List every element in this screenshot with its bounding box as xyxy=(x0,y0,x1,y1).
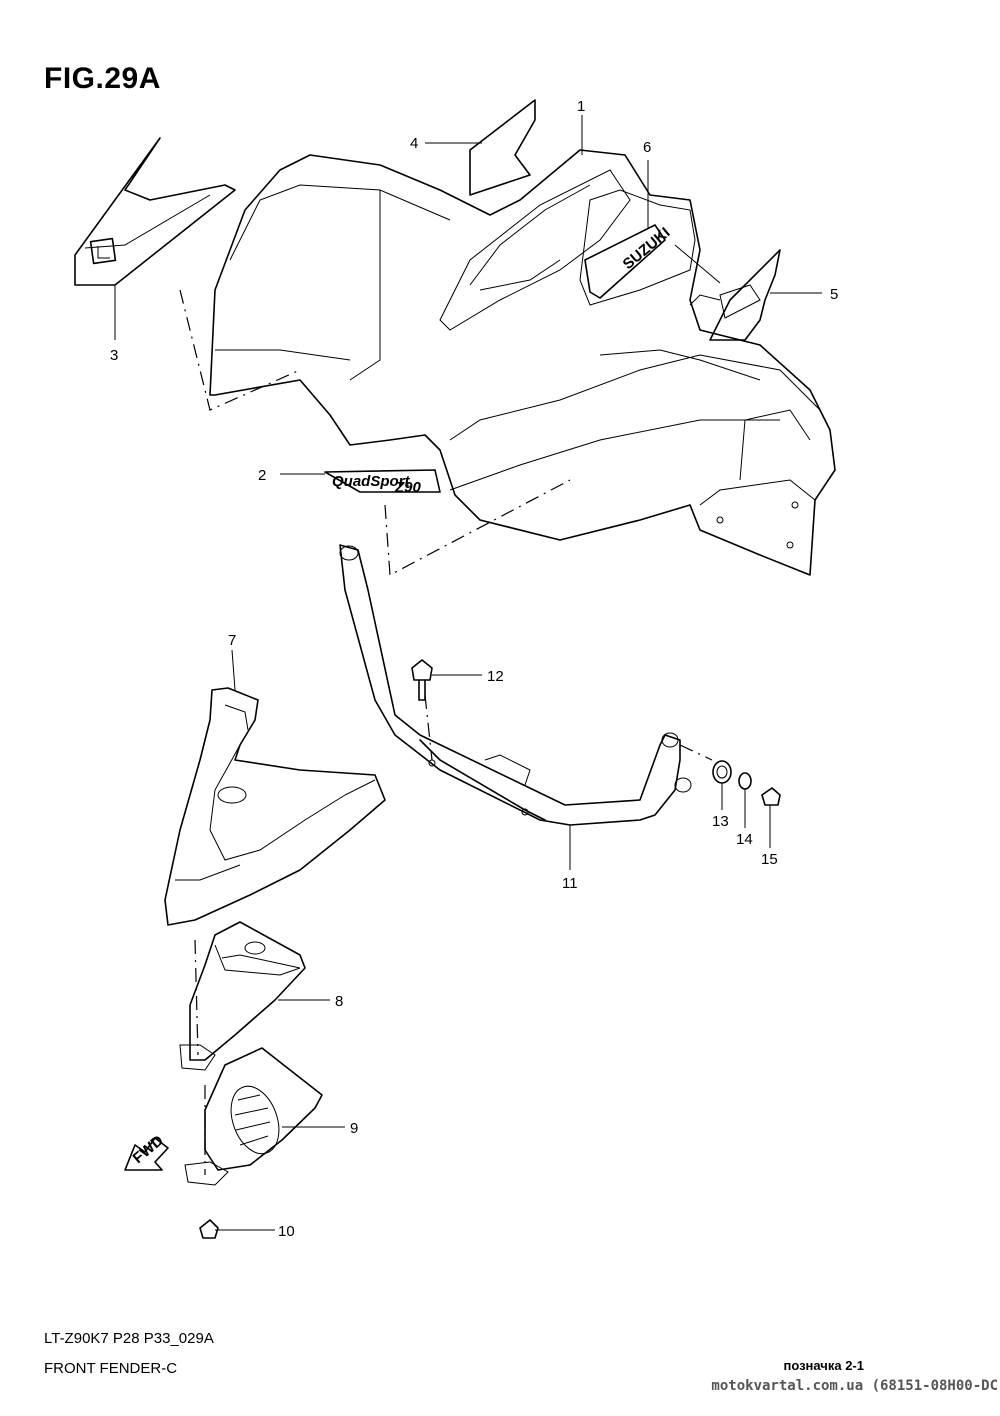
model-number-text: Z90 xyxy=(394,479,422,496)
part-11-fender-brace xyxy=(339,544,692,826)
part-15-bolt xyxy=(761,787,781,806)
part-7-front-cover xyxy=(164,687,386,926)
watermark: motokvartal.com.ua (68151-08H00-DC xyxy=(711,1378,998,1394)
front-fender-body xyxy=(209,149,836,576)
part-4-upper-decal xyxy=(469,99,536,196)
callout-1: 1 xyxy=(577,98,585,115)
section-name: FRONT FENDER-C xyxy=(44,1360,178,1377)
callout-12: 12 xyxy=(487,668,504,685)
part-14-washer xyxy=(738,772,752,790)
sheet-reference: позначка 2-1 xyxy=(783,1358,864,1373)
part-12-bolt xyxy=(411,659,433,701)
part-8-cover xyxy=(179,921,306,1071)
callout-15: 15 xyxy=(761,851,778,868)
callout-11: 11 xyxy=(562,875,578,892)
callout-13: 13 xyxy=(712,813,729,830)
part-9-under-cover xyxy=(184,1047,323,1186)
callout-9: 9 xyxy=(350,1120,358,1137)
part-13-grommet xyxy=(712,760,732,784)
part-2-model-decal: QuadSport Z90 xyxy=(324,469,441,496)
callout-4: 4 xyxy=(410,135,418,152)
callout-10: 10 xyxy=(278,1223,295,1240)
callout-leaders xyxy=(114,115,822,1231)
fwd-label: FWD xyxy=(130,1132,167,1167)
callout-8: 8 xyxy=(335,993,343,1010)
model-code: LT-Z90K7 P28 P33_029A xyxy=(44,1330,214,1347)
callout-7: 7 xyxy=(228,632,236,649)
fwd-arrow-icon: FWD xyxy=(124,1132,169,1171)
part-5-right-decal xyxy=(709,249,781,341)
callout-2: 2 xyxy=(258,467,266,484)
callout-6: 6 xyxy=(643,139,651,156)
suzuki-logo-text: SUZUKI xyxy=(620,224,674,273)
callout-3: 3 xyxy=(110,347,118,364)
model-script-text: QuadSport xyxy=(332,473,411,490)
part-3-left-decal xyxy=(74,137,236,286)
part-6-suzuki-decal: SUZUKI xyxy=(584,224,674,299)
part-10-screw xyxy=(199,1219,219,1239)
figure-title: FIG.29A xyxy=(44,62,161,95)
callout-5: 5 xyxy=(830,286,838,303)
callout-14: 14 xyxy=(736,831,753,848)
callout-numbers: 1 2 3 4 5 6 7 8 9 10 11 12 13 14 15 xyxy=(110,98,838,1240)
